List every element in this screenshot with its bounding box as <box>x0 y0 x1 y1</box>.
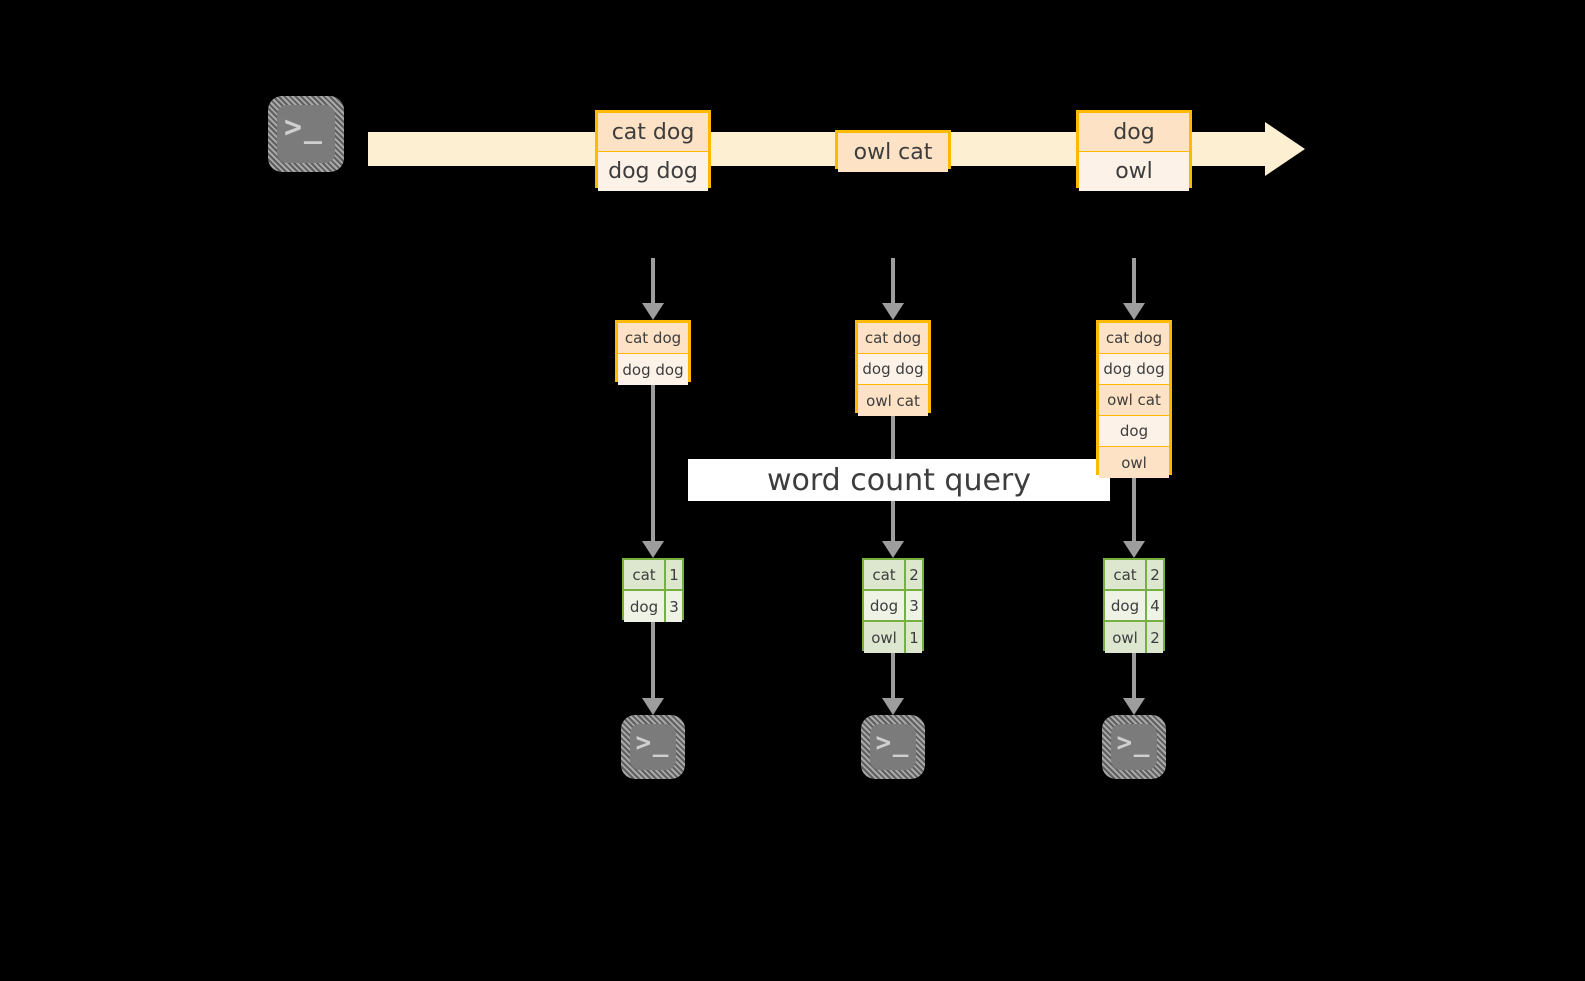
event-row: owl cat <box>1099 385 1169 416</box>
result-word-cell: owl <box>1105 622 1147 653</box>
event-text: owl <box>1121 453 1147 472</box>
event-text: dog dog <box>608 159 698 184</box>
snapshot-2-sink-arrow <box>891 651 895 698</box>
snapshot-3-sink-arrow <box>1132 651 1136 698</box>
event-text: owl <box>1115 159 1153 184</box>
event-row: cat dog <box>858 323 928 354</box>
snapshot-1-sink-arrow <box>651 620 655 698</box>
event-row: cat dog <box>618 323 688 354</box>
snapshot-3-sink-terminal-icon[interactable]: >_ <box>1102 715 1166 779</box>
terminal-prompt-icon: >_ <box>1116 728 1151 759</box>
result-word-cell: cat <box>864 560 906 589</box>
terminal-screen <box>870 724 916 770</box>
event-text: owl cat <box>866 391 920 410</box>
event-row: dog dog <box>858 354 928 385</box>
result-count-cell: 4 <box>1147 591 1163 620</box>
snapshot-3-sink-arrow-arrowhead <box>1123 698 1145 715</box>
event-text: dog <box>1119 422 1149 440</box>
terminal-prompt-icon: >_ <box>635 728 670 759</box>
stream-event-group-1[interactable]: cat dog dog dog <box>595 110 711 191</box>
result-count-cell: 2 <box>1147 560 1163 589</box>
result-word-cell: cat <box>624 560 666 589</box>
event-text: dog dog <box>622 360 684 379</box>
result-word-cell: dog <box>624 591 666 622</box>
event-text: cat dog <box>864 329 922 347</box>
snapshot-2-sink-terminal-icon[interactable]: >_ <box>861 715 925 779</box>
result-count-cell: 3 <box>666 591 682 622</box>
stream-event-group-2[interactable]: owl cat <box>835 129 951 172</box>
result-word-cell: dog <box>1105 591 1147 620</box>
result-count-cell: 2 <box>1147 622 1163 653</box>
terminal-prompt-icon: >_ <box>875 728 910 759</box>
result-word-cell: cat <box>1105 560 1147 589</box>
snapshot-3-input-stack[interactable]: cat dog dog dog owl cat dog owl <box>1096 320 1172 478</box>
snapshot-1-stream-tap <box>651 258 655 303</box>
event-row: owl cat <box>838 132 948 172</box>
snapshot-2-query-arrow-arrowhead <box>882 541 904 558</box>
event-stream-arrowhead <box>1265 122 1305 176</box>
snapshot-3-stream-tap-arrowhead <box>1123 303 1145 320</box>
event-text: dog <box>1113 119 1155 145</box>
terminal-screen <box>277 105 335 163</box>
snapshot-1-query-arrow-arrowhead <box>642 541 664 558</box>
event-text: cat dog <box>1105 329 1163 347</box>
stream-event-group-3[interactable]: dog owl <box>1076 110 1192 191</box>
snapshot-2-stream-tap <box>891 258 895 303</box>
event-row: dog dog <box>1099 354 1169 385</box>
event-row: owl <box>1079 152 1189 191</box>
snapshot-3-stream-tap <box>1132 258 1136 303</box>
result-count-cell: 1 <box>906 622 922 653</box>
snapshot-1-sink-terminal-icon[interactable]: >_ <box>621 715 685 779</box>
snapshot-3-query-arrow-arrowhead <box>1123 541 1145 558</box>
event-text: cat dog <box>611 119 695 145</box>
snapshot-3-query-arrow <box>1132 475 1136 541</box>
event-row: dog <box>1079 113 1189 152</box>
snapshot-1-input-stack[interactable]: cat dog dog dog <box>615 320 691 385</box>
result-count-cell: 3 <box>906 591 922 620</box>
event-row: dog dog <box>618 354 688 385</box>
event-text: dog dog <box>1103 360 1165 378</box>
snapshot-1-query-arrow <box>651 382 655 541</box>
snapshot-1-stream-tap-arrowhead <box>642 303 664 320</box>
result-word-cell: owl <box>864 622 906 653</box>
snapshot-2-sink-arrow-arrowhead <box>882 698 904 715</box>
event-row: cat dog <box>598 113 708 152</box>
query-label-band: word count query <box>688 459 1110 501</box>
result-count-cell: 2 <box>906 560 922 589</box>
terminal-screen <box>1111 724 1157 770</box>
terminal-screen <box>630 724 676 770</box>
snapshot-2-stream-tap-arrowhead <box>882 303 904 320</box>
terminal-prompt-icon: >_ <box>283 110 324 146</box>
event-text: cat dog <box>624 329 682 347</box>
event-row: owl <box>1099 447 1169 478</box>
event-row: owl cat <box>858 385 928 416</box>
result-word-cell: dog <box>864 591 906 620</box>
event-row: dog dog <box>598 152 708 191</box>
query-label-text: word count query <box>766 462 1032 498</box>
event-row: dog <box>1099 416 1169 447</box>
snapshot-1-sink-arrow-arrowhead <box>642 698 664 715</box>
result-count-cell: 1 <box>666 560 682 589</box>
event-row: cat dog <box>1099 323 1169 354</box>
event-text: owl cat <box>1107 391 1161 409</box>
event-text: dog dog <box>862 360 924 378</box>
event-text: owl cat <box>853 139 933 165</box>
source-terminal-icon[interactable]: >_ <box>268 96 344 172</box>
snapshot-2-input-stack[interactable]: cat dog dog dog owl cat <box>855 320 931 416</box>
